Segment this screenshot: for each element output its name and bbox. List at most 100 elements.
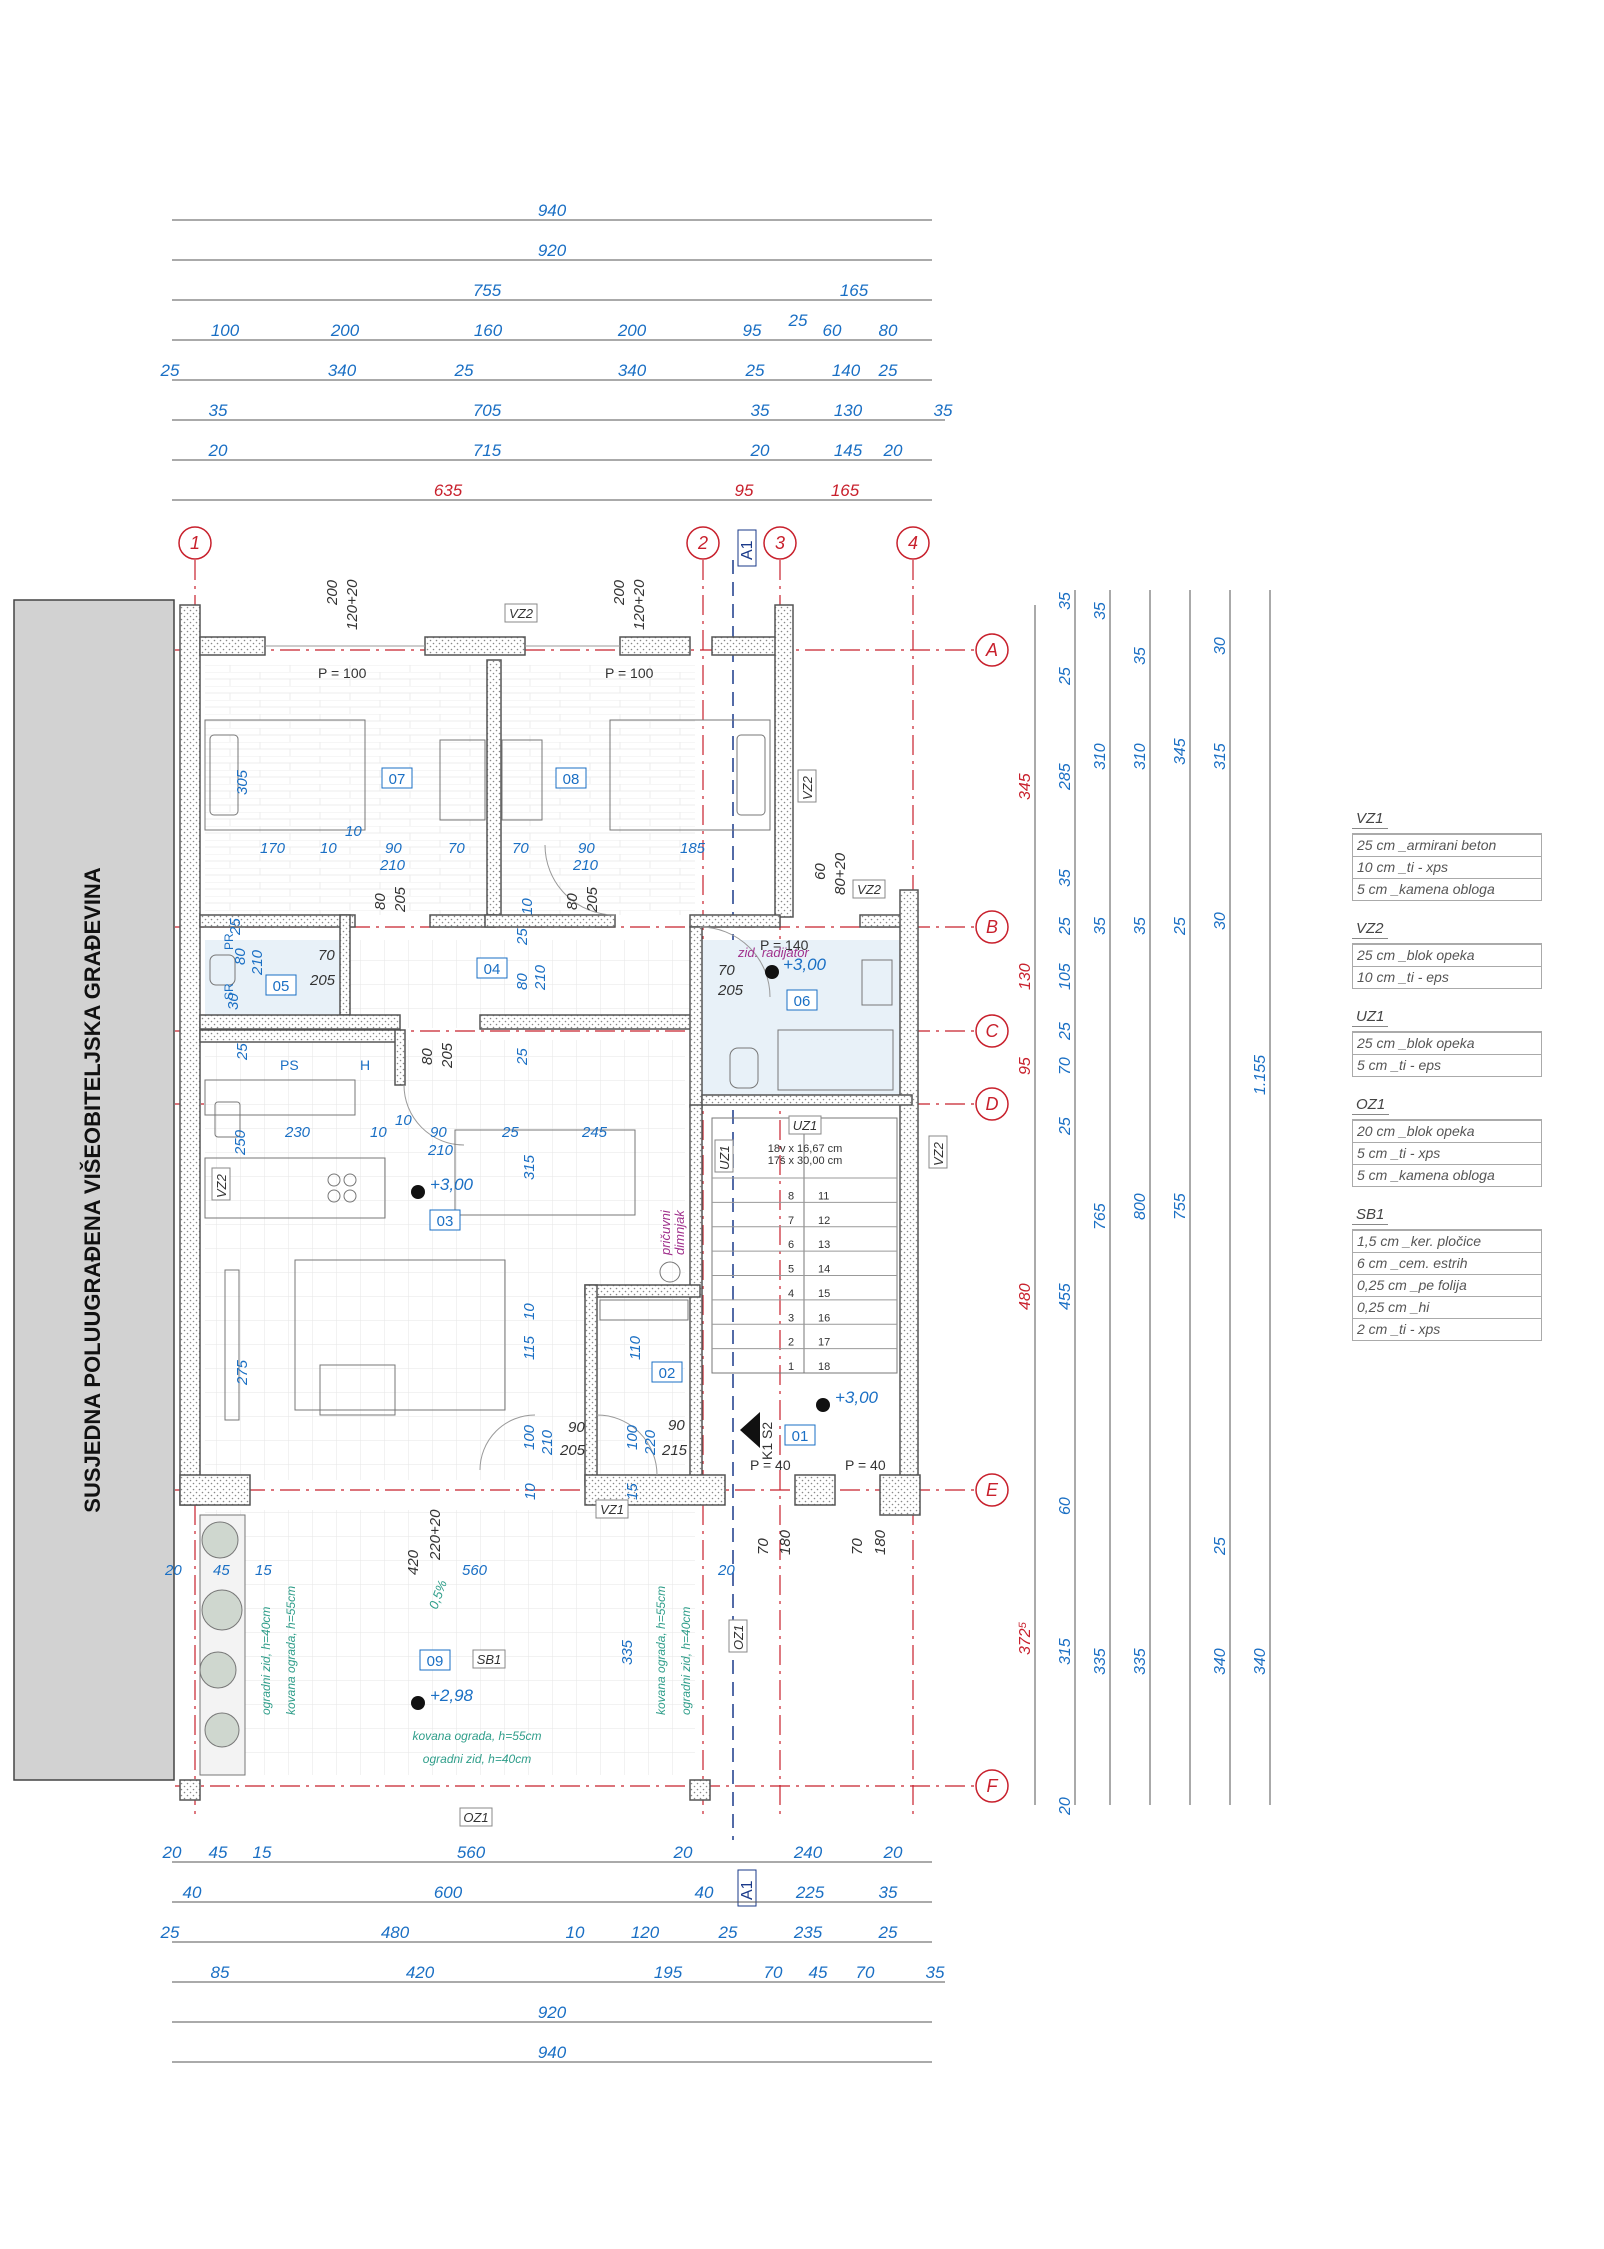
svg-text:70: 70 xyxy=(764,1963,783,1982)
legend-row: 5 cm _kamena obloga xyxy=(1352,879,1542,901)
svg-text:180: 180 xyxy=(872,1529,889,1555)
svg-text:110: 110 xyxy=(627,1335,644,1360)
legend-row: 5 cm _ti - eps xyxy=(1352,1055,1542,1077)
ogradni-right: ogradni zid, h=40cm xyxy=(679,1607,693,1715)
svg-text:20: 20 xyxy=(717,1562,735,1579)
svg-text:20: 20 xyxy=(883,1843,903,1862)
dim-705: 705 xyxy=(473,401,502,420)
zid-radijator: zid. radijator xyxy=(737,945,809,960)
svg-text:315: 315 xyxy=(1212,743,1229,770)
svg-text:70: 70 xyxy=(755,1538,772,1555)
legend-title-oz1: OZ1 xyxy=(1352,1096,1390,1115)
ogradni-bottom: ogradni zid, h=40cm xyxy=(423,1752,531,1766)
stair-arrow-icon xyxy=(740,1412,760,1448)
legend-title-vz1: VZ1 xyxy=(1352,810,1388,829)
axis-2: 2 xyxy=(697,533,708,553)
svg-text:90: 90 xyxy=(568,1419,585,1436)
dim-60: 60 xyxy=(823,321,842,340)
svg-text:70: 70 xyxy=(512,840,529,857)
svg-text:285: 285 xyxy=(1057,763,1074,791)
svg-text:200: 200 xyxy=(611,579,628,606)
svg-text:25: 25 xyxy=(878,1923,898,1942)
shower xyxy=(777,1029,894,1091)
svg-text:35: 35 xyxy=(1057,592,1074,610)
stair-step-number: 16 xyxy=(818,1312,830,1324)
axis-C: C xyxy=(986,1021,1000,1041)
dim-160: 160 xyxy=(474,321,503,340)
svg-text:35: 35 xyxy=(1132,917,1149,935)
dim-200a: 200 xyxy=(330,321,360,340)
axis-markers: 1 2 3 4 A B C D E F xyxy=(178,526,1009,1803)
kovana-right: kovana ograda, h=55cm xyxy=(654,1586,668,1715)
svg-text:335: 335 xyxy=(1132,1648,1149,1675)
sofa xyxy=(294,1259,506,1411)
washbasin-06 xyxy=(861,959,893,1006)
kitchen-counter xyxy=(204,1079,356,1116)
section-marker-top: A1 xyxy=(739,540,756,560)
top-dimensions: 940 920 755 165 100 200 160 200 95 25 60… xyxy=(160,201,953,501)
axis-D: D xyxy=(986,1094,999,1114)
stair-step-number: 17 xyxy=(818,1337,830,1349)
svg-text:15: 15 xyxy=(624,1483,641,1500)
dim-20c: 20 xyxy=(883,441,903,460)
dim-340a: 340 xyxy=(328,361,357,380)
svg-text:765: 765 xyxy=(1092,1203,1109,1230)
stair-step-number: 5 xyxy=(788,1264,794,1276)
section-marker-bottom: A1 xyxy=(739,1880,756,1900)
dim-130: 130 xyxy=(834,401,863,420)
svg-text:25: 25 xyxy=(1057,1022,1074,1041)
svg-text:25: 25 xyxy=(718,1923,738,1942)
legend-row: 20 cm _blok opeka xyxy=(1352,1120,1542,1143)
svg-text:10: 10 xyxy=(395,1112,412,1129)
svg-text:560: 560 xyxy=(462,1562,488,1579)
svg-text:25: 25 xyxy=(1057,667,1074,686)
svg-text:20: 20 xyxy=(673,1843,693,1862)
dim-165-top: 165 xyxy=(840,281,869,300)
dim-95-red: 95 xyxy=(735,481,754,500)
legend-row: 1,5 cm _ker. pločice xyxy=(1352,1230,1542,1253)
svg-text:372⁵: 372⁵ xyxy=(1017,1621,1034,1655)
tag-vz2-left: VZ2 xyxy=(214,1173,229,1198)
legend-uz1: UZ1 25 cm _blok opeka 5 cm _ti - eps xyxy=(1352,1008,1542,1077)
stair-step-number: 14 xyxy=(818,1264,830,1276)
tag-uz1-a: UZ1 xyxy=(793,1118,818,1133)
svg-text:25: 25 xyxy=(160,1923,180,1942)
svg-text:210: 210 xyxy=(249,949,266,976)
section-line-a1: A1 A1 xyxy=(732,529,757,1907)
kovana-bottom: kovana ograda, h=55cm xyxy=(412,1729,541,1743)
walls xyxy=(179,604,921,1801)
room-07: 07 xyxy=(381,767,413,789)
svg-text:755: 755 xyxy=(1172,1193,1189,1220)
svg-text:185: 185 xyxy=(680,840,706,857)
svg-text:25: 25 xyxy=(1057,917,1074,936)
level-06: +3,00 xyxy=(783,955,827,974)
svg-text:04: 04 xyxy=(484,961,501,978)
toilet-06 xyxy=(729,1047,759,1089)
inner-dimensions: 200 120+20 200 120+20 305 170 10 10 90 2… xyxy=(164,579,889,1665)
svg-text:45: 45 xyxy=(209,1843,228,1862)
stair-step-number: 13 xyxy=(818,1239,830,1251)
dim-920-top: 920 xyxy=(538,241,567,260)
svg-text:210: 210 xyxy=(379,857,406,874)
axis-F: F xyxy=(987,1776,999,1796)
room-02: 02 xyxy=(651,1361,683,1383)
svg-text:105: 105 xyxy=(1057,963,1074,990)
svg-text:02: 02 xyxy=(659,1365,676,1382)
svg-text:10: 10 xyxy=(370,1124,387,1141)
dim-35b: 35 xyxy=(751,401,770,420)
svg-text:25: 25 xyxy=(514,928,531,946)
annotations: P = 100 P = 100 P = 140 P = 40 P = 40 zi… xyxy=(222,665,886,1766)
room-04: 04 xyxy=(476,957,508,979)
legend-row: 10 cm _ti - eps xyxy=(1352,967,1542,989)
wardrobe-02 xyxy=(599,1299,689,1321)
svg-text:70: 70 xyxy=(718,962,735,979)
svg-text:205: 205 xyxy=(559,1442,586,1459)
neighbour-building xyxy=(13,599,175,1781)
svg-text:20: 20 xyxy=(162,1843,182,1862)
svg-text:70: 70 xyxy=(318,947,335,964)
svg-text:15: 15 xyxy=(253,1843,272,1862)
legend-vz2: VZ2 25 cm _blok opeka 10 cm _ti - eps xyxy=(1352,920,1542,989)
svg-text:170: 170 xyxy=(260,840,286,857)
svg-text:08: 08 xyxy=(563,771,580,788)
svg-text:25: 25 xyxy=(1172,917,1189,936)
